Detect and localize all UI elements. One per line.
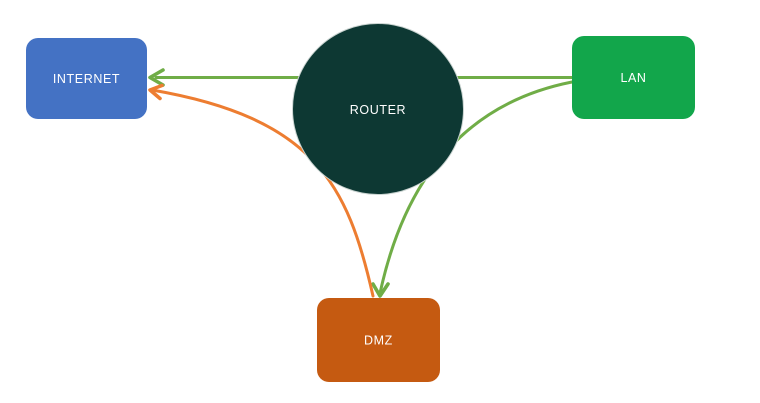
dmz-node: DMZ	[317, 298, 440, 382]
router-shape	[292, 23, 464, 195]
lan-to-dmz-arrowhead-icon	[371, 282, 390, 298]
lan-to-internet-arrowhead-icon	[148, 68, 165, 87]
router-label: ROUTER	[350, 103, 406, 117]
internet-shape	[26, 38, 147, 119]
internet-node: INTERNET	[26, 38, 147, 119]
lan-node: LAN	[572, 36, 695, 119]
lan-shape	[572, 36, 695, 119]
router-node: ROUTER	[292, 23, 464, 195]
dmz-shape	[317, 298, 440, 382]
internet-label: INTERNET	[53, 72, 120, 86]
lan-label: LAN	[620, 71, 646, 85]
dmz-label: DMZ	[364, 334, 393, 348]
dmz-to-internet-arrowhead-icon	[148, 83, 164, 101]
